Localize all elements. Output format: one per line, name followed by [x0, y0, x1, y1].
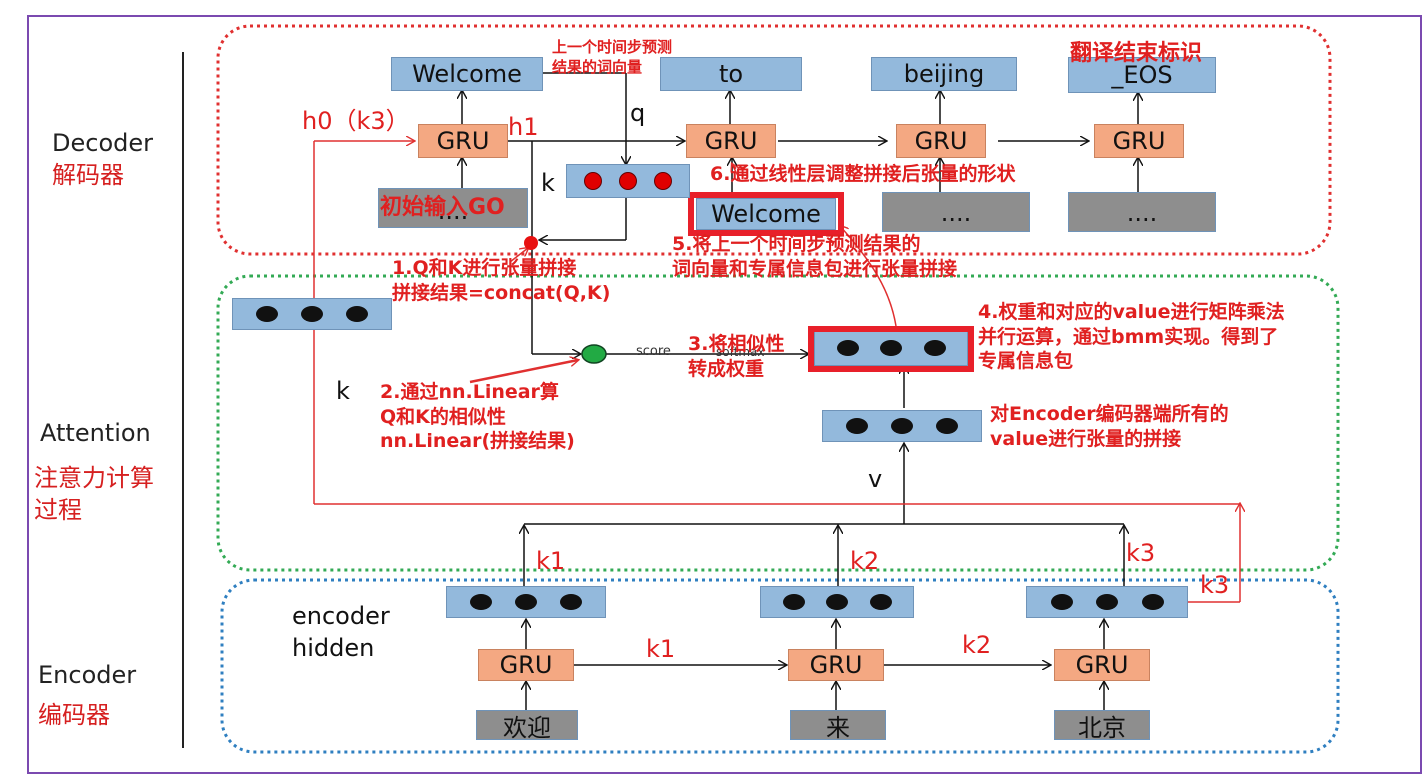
decoder-input-2: Welcome [696, 198, 836, 230]
eos-note: 翻译结束标识 [1070, 41, 1203, 66]
decoder-region [216, 24, 1332, 256]
decoder-output-3: beijing [871, 57, 1017, 91]
outer-frame [27, 15, 1422, 774]
score-node [581, 344, 607, 364]
attention-section-subtitle: 注意力计算过程 [34, 464, 154, 525]
decoder-section-subtitle: 解码器 [52, 161, 124, 189]
chain-k1-label: k1 [646, 635, 676, 663]
encoder-gru-1: GRU [478, 649, 574, 681]
concat-point [524, 236, 538, 250]
decoder-gru-3: GRU [896, 124, 986, 158]
decoder-context-vector [566, 164, 690, 198]
decoder-k-label: k [541, 169, 555, 197]
attention-region [216, 274, 1340, 572]
encoder-k3-label: k3 [1126, 539, 1156, 567]
step2-note: 2.通过nn.Linear算 Q和K的相似性 nn.Linear(拼接结果) [380, 381, 575, 453]
encoder-region [220, 578, 1340, 754]
step6-note: 6.通过线性层调整拼接后张量的形状 [710, 163, 1016, 185]
step1-note: 1.Q和K进行张量拼接 拼接结果=concat(Q,K) [392, 257, 611, 304]
decoder-output-2: to [660, 57, 802, 91]
decoder-section-title: Decoder [52, 129, 153, 157]
encoder-input-3: 北京 [1054, 710, 1150, 742]
decoder-input-1: .... [378, 188, 528, 228]
encoder-gru-2: GRU [788, 649, 884, 681]
encoder-hidden-2 [760, 586, 914, 618]
decoder-input-3: .... [882, 192, 1030, 232]
encoder-hidden-label: encoder hidden [292, 602, 390, 663]
decoder-output-1: Welcome [391, 57, 543, 91]
decoder-gru-1: GRU [418, 124, 508, 158]
encoder-input-1: 欢迎 [476, 710, 578, 742]
attention-section-title: Attention [40, 419, 151, 447]
attention-key-vector [232, 298, 392, 330]
attention-weights-highlight [808, 326, 974, 372]
attention-value-vector [822, 410, 982, 442]
concat-values-note: 对Encoder编码器端所有的 value进行张量的拼接 [990, 403, 1229, 450]
attention-k-label: k [336, 377, 350, 405]
encoder-k1-label: k1 [536, 547, 566, 575]
encoder-gru-3: GRU [1054, 649, 1150, 681]
prev-step-note: 上一个时间步预测结果的词向量 [552, 38, 673, 76]
score-label: score [636, 344, 671, 359]
welcome-input-highlight [688, 192, 844, 236]
decoder-gru-4: GRU [1094, 124, 1184, 158]
chain-k2-label: k2 [962, 631, 992, 659]
q-label: q [630, 99, 646, 127]
decoder-output-4: _EOS [1068, 57, 1216, 93]
encoder-hidden-3 [1026, 586, 1188, 618]
decoder-input-4: .... [1068, 192, 1216, 232]
encoder-k2-label: k2 [850, 547, 880, 575]
step4-note: 4.权重和对应的value进行矩阵乘法 并行运算，通过bmm实现。得到了 专属信… [978, 301, 1285, 373]
initial-input-note: 初始输入GO [380, 195, 505, 220]
softmax-label: softmax [716, 345, 765, 359]
encoder-input-2: 来 [790, 710, 886, 742]
decoder-gru-2: GRU [686, 124, 776, 158]
step5-note: 5.将上一个时间步预测结果的 词向量和专属信息包进行张量拼接 [672, 233, 958, 280]
h0-label: h0（k3） [302, 107, 410, 135]
encoder-k3-out-label: k3 [1200, 571, 1230, 599]
encoder-hidden-1 [446, 586, 606, 618]
step3-note: 3.将相似性 转成权重 [688, 333, 785, 380]
encoder-section-subtitle: 编码器 [38, 701, 110, 729]
h1-label: h1 [508, 113, 539, 141]
attention-weights-vector [814, 330, 968, 366]
v-label: v [868, 465, 883, 493]
encoder-section-title: Encoder [38, 661, 137, 689]
